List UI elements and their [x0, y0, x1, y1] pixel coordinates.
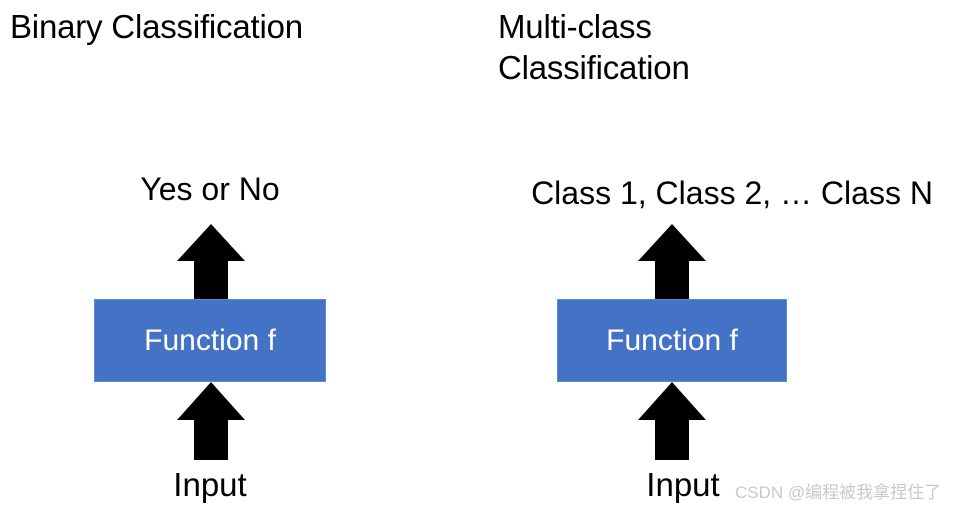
output-label-binary: Yes or No: [140, 171, 280, 207]
function-box-label-multiclass: Function f: [606, 323, 738, 357]
arrow-up-icon: [177, 224, 245, 299]
arrow-up-icon: [177, 382, 245, 460]
function-box-binary[interactable]: Function f: [94, 299, 326, 382]
panel-title-multiclass: Multi-class Classification: [498, 8, 690, 86]
arrow-up-icon: [638, 382, 706, 460]
panel-binary-classification: Binary Classification Yes or No Function…: [10, 8, 326, 503]
csdn-watermark: CSDN @编程被我拿捏住了: [735, 483, 942, 502]
arrow-up-icon: [638, 224, 706, 299]
output-label-multiclass: Class 1, Class 2, … Class N: [531, 175, 933, 211]
panel-title-binary: Binary Classification: [10, 8, 303, 45]
panel-multiclass-classification: Multi-class Classification Class 1, Clas…: [488, 0, 976, 515]
input-label-binary: Input: [173, 466, 247, 503]
input-label-multiclass: Input: [646, 466, 720, 503]
function-box-multiclass[interactable]: Function f: [557, 299, 787, 382]
function-box-label-binary: Function f: [144, 323, 276, 357]
